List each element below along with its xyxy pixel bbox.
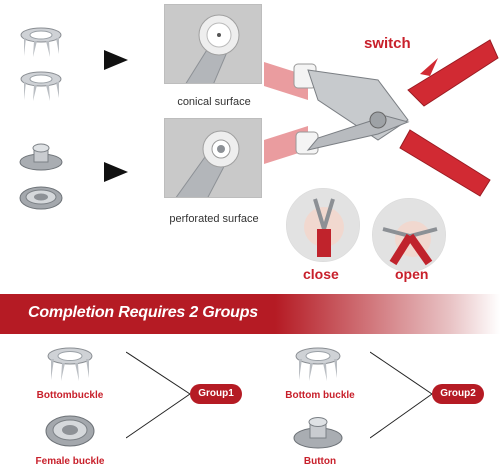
group1-connector-lines (126, 351, 191, 439)
close-label: close (303, 266, 339, 282)
prong-ring-icon (20, 27, 62, 57)
group2-bottom-buckle-image (292, 344, 344, 382)
arrow-right-icon (104, 50, 128, 70)
banner-title: Completion Requires 2 Groups (28, 304, 258, 321)
open-prong-ring-icon (295, 347, 341, 381)
zoom-perforated-surface (164, 118, 262, 198)
female-socket-image (18, 182, 64, 214)
switch-pointer-icon (418, 56, 440, 78)
banner-background (0, 294, 500, 334)
stud-button-icon (293, 417, 343, 449)
arrow-right-icon (104, 162, 128, 182)
prong-ring-top-image (18, 24, 64, 58)
prong-ring-icon (20, 71, 62, 101)
zoom-conical-surface (164, 4, 262, 84)
prong-ring-bottom-image (18, 68, 64, 102)
zoom-top-caption: conical surface (177, 96, 251, 108)
group1-pill: Group1 (190, 384, 242, 404)
switch-label: switch (364, 35, 411, 52)
group2-connector-lines (370, 351, 433, 439)
group1-item2-label: Female buckle (35, 456, 105, 467)
snap-pliers-image (258, 30, 500, 200)
open-label: open (395, 266, 429, 282)
group2-button-image (292, 412, 344, 450)
zoom-bottom-caption: perforated surface (169, 213, 259, 225)
pliers-open-image (372, 198, 446, 272)
stud-button-icon (19, 143, 63, 171)
female-socket-icon (45, 415, 95, 447)
group1-female-buckle-image (44, 412, 96, 450)
group2-item2-label: Button (303, 456, 337, 467)
pliers-closed-image (286, 188, 360, 262)
group1-bottombuckle-image (44, 344, 96, 382)
female-socket-icon (19, 186, 63, 210)
open-prong-ring-icon (47, 347, 93, 381)
group2-item1-label: Bottom buckle (285, 390, 355, 401)
stud-button-image (18, 140, 64, 172)
group2-pill: Group2 (432, 384, 484, 404)
group1-item1-label: Bottombuckle (36, 390, 104, 401)
